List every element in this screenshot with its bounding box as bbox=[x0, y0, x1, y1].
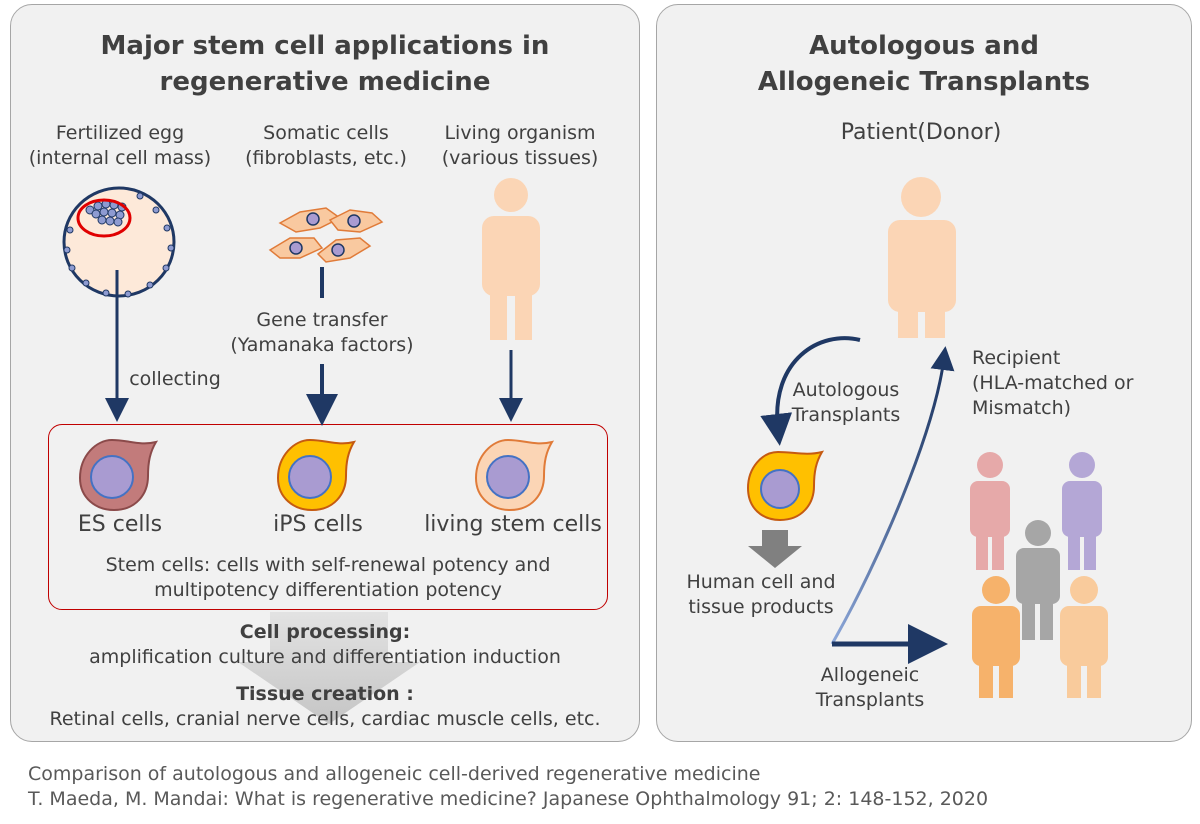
left-title-line2: regenerative medicine bbox=[159, 67, 491, 97]
left-panel-title: Major stem cell applications in regenera… bbox=[10, 28, 640, 100]
stem-cells-definition: Stem cells: cells with self-renewal pote… bbox=[50, 553, 606, 603]
source-label: Living organism bbox=[444, 122, 596, 144]
cell-processing-text: amplification culture and differentiatio… bbox=[89, 646, 561, 668]
processing-arrow bbox=[238, 612, 420, 724]
allogeneic-line2: Transplants bbox=[815, 689, 925, 711]
recipient-gray-icon bbox=[1016, 520, 1060, 640]
gene-transfer-label: Gene transfer (Yamanaka factors) bbox=[212, 308, 432, 358]
es-cells-label: ES cells bbox=[77, 512, 163, 537]
right-title-line1: Autologous and bbox=[809, 31, 1039, 61]
source-sublabel: (various tissues) bbox=[441, 147, 599, 169]
blastocyst-icon bbox=[62, 186, 176, 298]
autologous-label: Autologous Transplants bbox=[776, 378, 916, 428]
living-organism-person-icon bbox=[482, 178, 540, 340]
source-living-organism: Living organism (various tissues) bbox=[420, 121, 620, 171]
recipient-peach-icon bbox=[1060, 576, 1108, 698]
patient-donor-label: Patient(Donor) bbox=[840, 120, 1002, 145]
products-line2: tissue products bbox=[688, 596, 834, 618]
right-panel-title: Autologous and Allogeneic Transplants bbox=[656, 28, 1192, 100]
source-sublabel: (fibroblasts, etc.) bbox=[245, 147, 407, 169]
product-down-arrow bbox=[748, 530, 802, 568]
cell-processing-title: Cell processing: bbox=[239, 621, 411, 643]
ips-cells-label: iPS cells bbox=[273, 512, 363, 537]
source-fertilized-egg: Fertilized egg (internal cell mass) bbox=[20, 121, 220, 171]
es-cell-icon bbox=[78, 438, 159, 512]
products-label: Human cell and tissue products bbox=[676, 570, 846, 620]
source-label: Somatic cells bbox=[263, 122, 389, 144]
allogeneic-line1: Allogeneic bbox=[820, 664, 920, 686]
caption-line1: Comparison of autologous and allogeneic … bbox=[28, 763, 761, 785]
recipient-line1: Recipient bbox=[972, 347, 1061, 369]
recipient-line2: (HLA-matched or bbox=[972, 372, 1134, 394]
fibroblasts-icon bbox=[268, 207, 384, 263]
caption-line2: T. Maeda, M. Mandai: What is regenerativ… bbox=[28, 788, 989, 810]
recipient-label: Recipient (HLA-matched or Mismatch) bbox=[972, 346, 1172, 421]
cell-product-icon bbox=[746, 450, 825, 522]
ips-cell-icon bbox=[276, 438, 357, 512]
tissue-creation-text: Retinal cells, cranial nerve cells, card… bbox=[49, 708, 601, 730]
right-title-line2: Allogeneic Transplants bbox=[757, 67, 1091, 97]
recipient-pink-icon bbox=[970, 452, 1010, 570]
products-line1: Human cell and bbox=[686, 571, 836, 593]
autologous-arrow bbox=[760, 336, 861, 446]
gene-transfer-line2: (Yamanaka factors) bbox=[230, 334, 414, 356]
tissue-creation-title: Tissue creation : bbox=[236, 683, 414, 705]
living-stem-cell-icon bbox=[474, 438, 555, 512]
allogeneic-return-arrow bbox=[830, 346, 955, 645]
stem-def-line2: multipotency differentiation potency bbox=[154, 579, 502, 601]
source-somatic-cells: Somatic cells (fibroblasts, etc.) bbox=[226, 121, 426, 171]
recipient-lavender-icon bbox=[1062, 452, 1102, 570]
autologous-line2: Transplants bbox=[791, 404, 901, 426]
source-label: Fertilized egg bbox=[55, 122, 185, 144]
living-stem-cells-label: living stem cells bbox=[424, 512, 602, 537]
source-sublabel: (internal cell mass) bbox=[28, 147, 212, 169]
patient-donor-icon bbox=[888, 177, 956, 338]
allogeneic-label: Allogeneic Transplants bbox=[790, 663, 950, 713]
stem-def-line1: Stem cells: cells with self-renewal pote… bbox=[105, 554, 551, 576]
left-title-line1: Major stem cell applications in bbox=[100, 31, 550, 61]
collecting-label: collecting bbox=[129, 368, 221, 390]
recipient-line3: Mismatch) bbox=[972, 397, 1072, 419]
gene-transfer-line1: Gene transfer bbox=[256, 309, 388, 331]
autologous-line1: Autologous bbox=[792, 379, 900, 401]
recipient-orange-icon bbox=[972, 576, 1020, 698]
